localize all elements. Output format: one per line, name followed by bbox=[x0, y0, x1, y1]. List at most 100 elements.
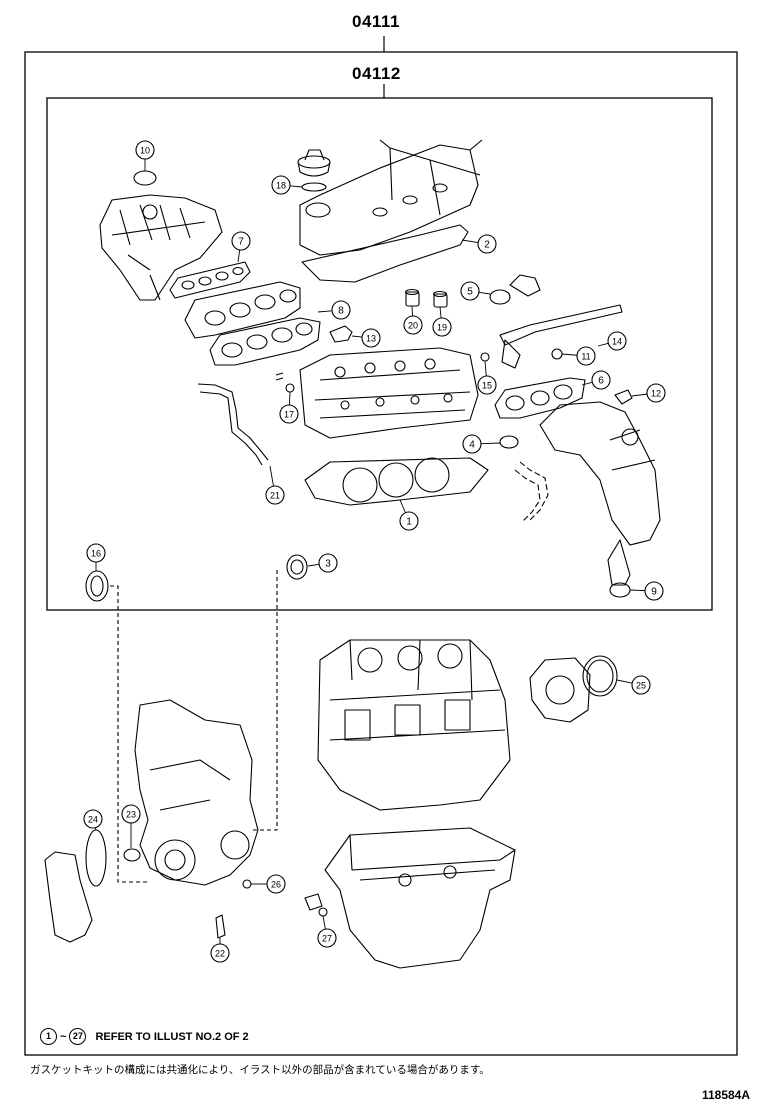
callout-circle bbox=[271, 175, 291, 195]
callout-circle bbox=[121, 804, 141, 824]
callout-circle bbox=[317, 928, 337, 948]
callout-17: 17 bbox=[279, 404, 299, 424]
water-hose-21 bbox=[197, 383, 269, 461]
reference-note: 1 ~ 27 REFER TO ILLUST NO.2 OF 2 bbox=[40, 1028, 249, 1045]
callout-18: 18 bbox=[271, 175, 291, 195]
o-ring-24 bbox=[85, 829, 107, 887]
callout-circle bbox=[631, 675, 651, 695]
nut-17 bbox=[285, 383, 295, 393]
callout-circle bbox=[591, 370, 611, 390]
callout-circle bbox=[477, 234, 497, 254]
callout-number: 4 bbox=[469, 440, 475, 451]
nut-15 bbox=[480, 352, 490, 362]
callout-number: 1 bbox=[406, 517, 412, 528]
reference-note-text: REFER TO ILLUST NO.2 OF 2 bbox=[95, 1030, 249, 1043]
callout-16: 16 bbox=[86, 543, 106, 563]
callout-circle bbox=[399, 511, 419, 531]
sensor-13 bbox=[329, 325, 353, 343]
callout-number: 25 bbox=[636, 681, 646, 691]
callout-leader-3 bbox=[307, 563, 320, 567]
intake-gasket-7 bbox=[169, 261, 251, 299]
callout-11: 11 bbox=[576, 346, 596, 366]
callout-leader-9 bbox=[629, 589, 646, 592]
oil-seal-16 bbox=[85, 570, 109, 602]
exhaust-manifold-catalyst bbox=[539, 401, 661, 586]
leader-3-dashed bbox=[250, 570, 278, 831]
callout-circle bbox=[135, 140, 155, 160]
callout-circle bbox=[318, 553, 338, 573]
callout-circle bbox=[644, 581, 664, 601]
clip-12 bbox=[614, 389, 633, 405]
callout-number: 5 bbox=[467, 287, 473, 298]
callout-5: 5 bbox=[460, 281, 480, 301]
callout-number: 23 bbox=[126, 810, 136, 820]
callout-26: 26 bbox=[266, 874, 286, 894]
callout-6: 6 bbox=[591, 370, 611, 390]
callout-9: 9 bbox=[644, 581, 664, 601]
callout-leader-8 bbox=[317, 310, 333, 313]
callout-circle bbox=[331, 300, 351, 320]
callout-13: 13 bbox=[361, 328, 381, 348]
callout-leader-25 bbox=[616, 679, 633, 684]
exhaust-gasket-6 bbox=[494, 377, 586, 419]
callout-number: 6 bbox=[598, 376, 604, 387]
callout-circle bbox=[607, 331, 627, 351]
callout-number: 22 bbox=[215, 949, 225, 959]
timing-chain-cover bbox=[134, 699, 259, 886]
callout-number: 10 bbox=[140, 146, 150, 156]
callout-15: 15 bbox=[477, 375, 497, 395]
callout-22: 22 bbox=[210, 943, 230, 963]
callout-circle bbox=[83, 809, 103, 829]
callout-24: 24 bbox=[83, 809, 103, 829]
callout-circle bbox=[266, 874, 286, 894]
callout-number: 12 bbox=[651, 389, 661, 399]
washer-26 bbox=[242, 879, 252, 889]
callout-14: 14 bbox=[607, 331, 627, 351]
callout-number: 2 bbox=[484, 240, 490, 251]
callout-4: 4 bbox=[462, 434, 482, 454]
callout-27: 27 bbox=[317, 928, 337, 948]
callout-leaders bbox=[94, 159, 648, 944]
callout-number: 26 bbox=[271, 880, 281, 890]
callout-circle bbox=[460, 281, 480, 301]
callout-circle bbox=[646, 383, 666, 403]
callout-number: 21 bbox=[270, 491, 280, 501]
outer-kit-frame bbox=[24, 51, 738, 1056]
seal-4 bbox=[499, 435, 519, 449]
callout-leader-11 bbox=[561, 353, 578, 356]
callout-number: 9 bbox=[651, 587, 657, 598]
callout-number: 14 bbox=[612, 337, 622, 347]
gasket-11 bbox=[551, 348, 563, 360]
callout-leader-20 bbox=[411, 305, 413, 317]
callout-circle bbox=[432, 317, 452, 337]
callout-leader-6 bbox=[581, 381, 593, 386]
callout-leader-7 bbox=[237, 249, 241, 263]
callout-circle bbox=[462, 434, 482, 454]
drain-plug bbox=[304, 893, 323, 911]
callout-7: 7 bbox=[231, 231, 251, 251]
callout-number: 15 bbox=[482, 381, 492, 391]
callout-23: 23 bbox=[121, 804, 141, 824]
engine-block bbox=[317, 639, 511, 811]
callout-number: 24 bbox=[88, 815, 98, 825]
range-end-marker: 27 bbox=[69, 1028, 87, 1045]
callout-number: 11 bbox=[581, 352, 590, 362]
callout-number: 18 bbox=[276, 181, 286, 191]
callout-8: 8 bbox=[331, 300, 351, 320]
o-ring-23 bbox=[123, 848, 141, 862]
callout-12: 12 bbox=[646, 383, 666, 403]
callout-circle bbox=[231, 231, 251, 251]
callout-leader-18 bbox=[289, 185, 303, 188]
callout-circle bbox=[361, 328, 381, 348]
callout-circle bbox=[265, 485, 285, 505]
callout-leader-2 bbox=[461, 239, 479, 244]
callout-circle bbox=[477, 375, 497, 395]
callout-number: 13 bbox=[366, 334, 376, 344]
callout-circle bbox=[279, 404, 299, 424]
illustration-id: 118584A bbox=[701, 1088, 750, 1102]
callout-number: 7 bbox=[238, 237, 244, 248]
callout-leader-14 bbox=[597, 342, 609, 347]
intake-gasket-8b bbox=[209, 317, 321, 366]
callout-number: 20 bbox=[408, 321, 418, 331]
callout-number: 17 bbox=[284, 410, 294, 420]
